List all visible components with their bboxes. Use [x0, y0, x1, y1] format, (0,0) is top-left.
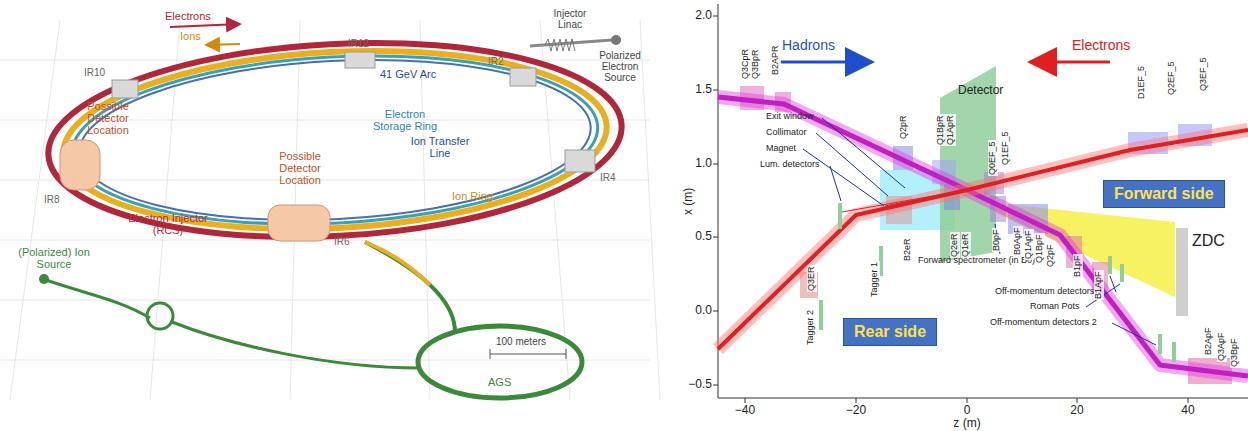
- magnets: [740, 86, 1232, 384]
- text-label: 1.0: [695, 157, 712, 170]
- text-label: Forward spectrometer (in B0): [918, 256, 1035, 266]
- text-label: Collimator: [766, 128, 807, 138]
- text-label: IR8: [44, 194, 60, 205]
- magnet-label: B0ApF: [1013, 226, 1023, 256]
- text-label: Lum. detectors: [760, 160, 820, 170]
- text-label: 41 GeV Arc: [380, 68, 436, 80]
- electron-arrow: [1030, 61, 1110, 64]
- magnet-label: Q1BpF: [1035, 233, 1045, 264]
- leader-lines: [803, 118, 1156, 345]
- magnet-label: Q2pR: [899, 114, 909, 140]
- magnet-label: B1ApF: [1094, 270, 1104, 300]
- text-label: IR10: [84, 67, 105, 78]
- text-label: (Polarized) Ion Source: [14, 246, 94, 270]
- injector-linac: [530, 35, 621, 51]
- text-label: z (m): [953, 417, 980, 430]
- magnet-label: Tagger 1: [870, 261, 880, 298]
- text-label: AGS: [488, 376, 511, 388]
- hadron-arrow: [780, 61, 872, 64]
- ion-arrow: [206, 44, 240, 45]
- text-label: 2.0: [695, 9, 712, 22]
- text-label: Ions: [180, 30, 201, 42]
- ir-buildings: [112, 52, 595, 172]
- text-label: Roman Pots: [1030, 302, 1080, 312]
- magnet-label: Q3BpF: [1230, 337, 1240, 368]
- magnet-label: B0pF: [992, 228, 1002, 252]
- magnet-label: B1pF: [1073, 254, 1083, 278]
- beams: [718, 97, 1248, 376]
- text-label: 100 meters: [496, 336, 546, 347]
- text-label: 0.0: [695, 304, 712, 317]
- magnet-label: Q2eR: [950, 232, 960, 258]
- ion-injection: [46, 242, 582, 398]
- magnet-label: Q2EF_5: [1167, 60, 1177, 96]
- text-label: Hadrons: [782, 38, 835, 53]
- text-label: 20: [1070, 404, 1083, 417]
- magnet-label: B2ApF: [1204, 326, 1214, 356]
- magnet-label: Q1eR: [961, 232, 971, 258]
- text-label: −0.5: [688, 378, 712, 391]
- text-label: ZDC: [1192, 232, 1225, 250]
- magnet-label: Q1ApF: [1024, 229, 1034, 260]
- side-label: Forward side: [1114, 185, 1214, 203]
- ion-source-dot: [39, 274, 49, 284]
- magnet-label: Tagger 2: [806, 309, 816, 346]
- zdc-block: [1176, 228, 1188, 316]
- text-label: −20: [846, 404, 866, 417]
- detector-bars: [819, 203, 1176, 362]
- magnet-label: Q0EF_5: [988, 140, 998, 176]
- plot-axes: [713, 4, 1248, 403]
- side-box: Rear side: [843, 318, 937, 346]
- text-label: Detector: [958, 84, 1003, 97]
- text-label: Possible Detector Location: [68, 100, 148, 136]
- text-label: Electrons: [1072, 38, 1130, 53]
- text-label: Ion Transfer Line: [410, 135, 470, 159]
- electron-arrow: [170, 24, 240, 27]
- text-label: IR12: [348, 38, 369, 49]
- text-label: IR6: [334, 236, 350, 247]
- magnet-label: Q2pF: [1046, 243, 1056, 268]
- magnet-label: x (m): [682, 188, 695, 215]
- text-label: Electron Storage Ring: [367, 108, 443, 132]
- text-label: 1.5: [695, 83, 712, 96]
- text-label: Injector Linac: [547, 8, 593, 30]
- magnet-label: Q3CpR: [741, 48, 751, 80]
- text-label: Magnet: [766, 144, 796, 154]
- text-label: IR2: [488, 56, 504, 67]
- magnet-label: Q1BpR: [936, 114, 946, 146]
- side-box: Forward side: [1103, 180, 1225, 208]
- magnet-label: Q3ApF: [1217, 331, 1227, 362]
- text-label: −40: [735, 404, 755, 417]
- side-label: Rear side: [854, 323, 926, 341]
- magnet-label: D1EF_5: [1137, 65, 1147, 100]
- text-label: 40: [1181, 404, 1194, 417]
- text-label: Electron Injector (RCS): [123, 212, 213, 236]
- magnet-label: Q3BpR: [751, 48, 761, 80]
- magnet-label: Q3ER: [807, 265, 817, 292]
- magnet-label: Q1EF_5: [1001, 130, 1011, 166]
- collider-rings: [43, 29, 626, 251]
- magnet-label: Q1ApR: [946, 114, 956, 146]
- text-label: Off-momentum detectors 2: [990, 318, 1097, 328]
- text-label: IR4: [600, 172, 616, 183]
- magnet-label: Q3EF_5: [1199, 56, 1209, 92]
- scale-bar: [490, 349, 566, 359]
- floor-grid: [0, 20, 660, 400]
- text-label: Electrons: [165, 10, 211, 22]
- text-label: 0.5: [695, 230, 712, 243]
- text-label: Ion Ring: [452, 190, 493, 202]
- text-label: Polarized Electron Source: [588, 50, 652, 83]
- text-label: Off-momentum detectors 1: [995, 287, 1102, 297]
- text-label: Exit window: [766, 112, 814, 122]
- magnet-label: B2eR: [903, 237, 913, 262]
- text-label: Possible Detector Location: [260, 150, 340, 186]
- magnet-label: B2APR: [771, 44, 781, 76]
- text-label: 0: [964, 404, 971, 417]
